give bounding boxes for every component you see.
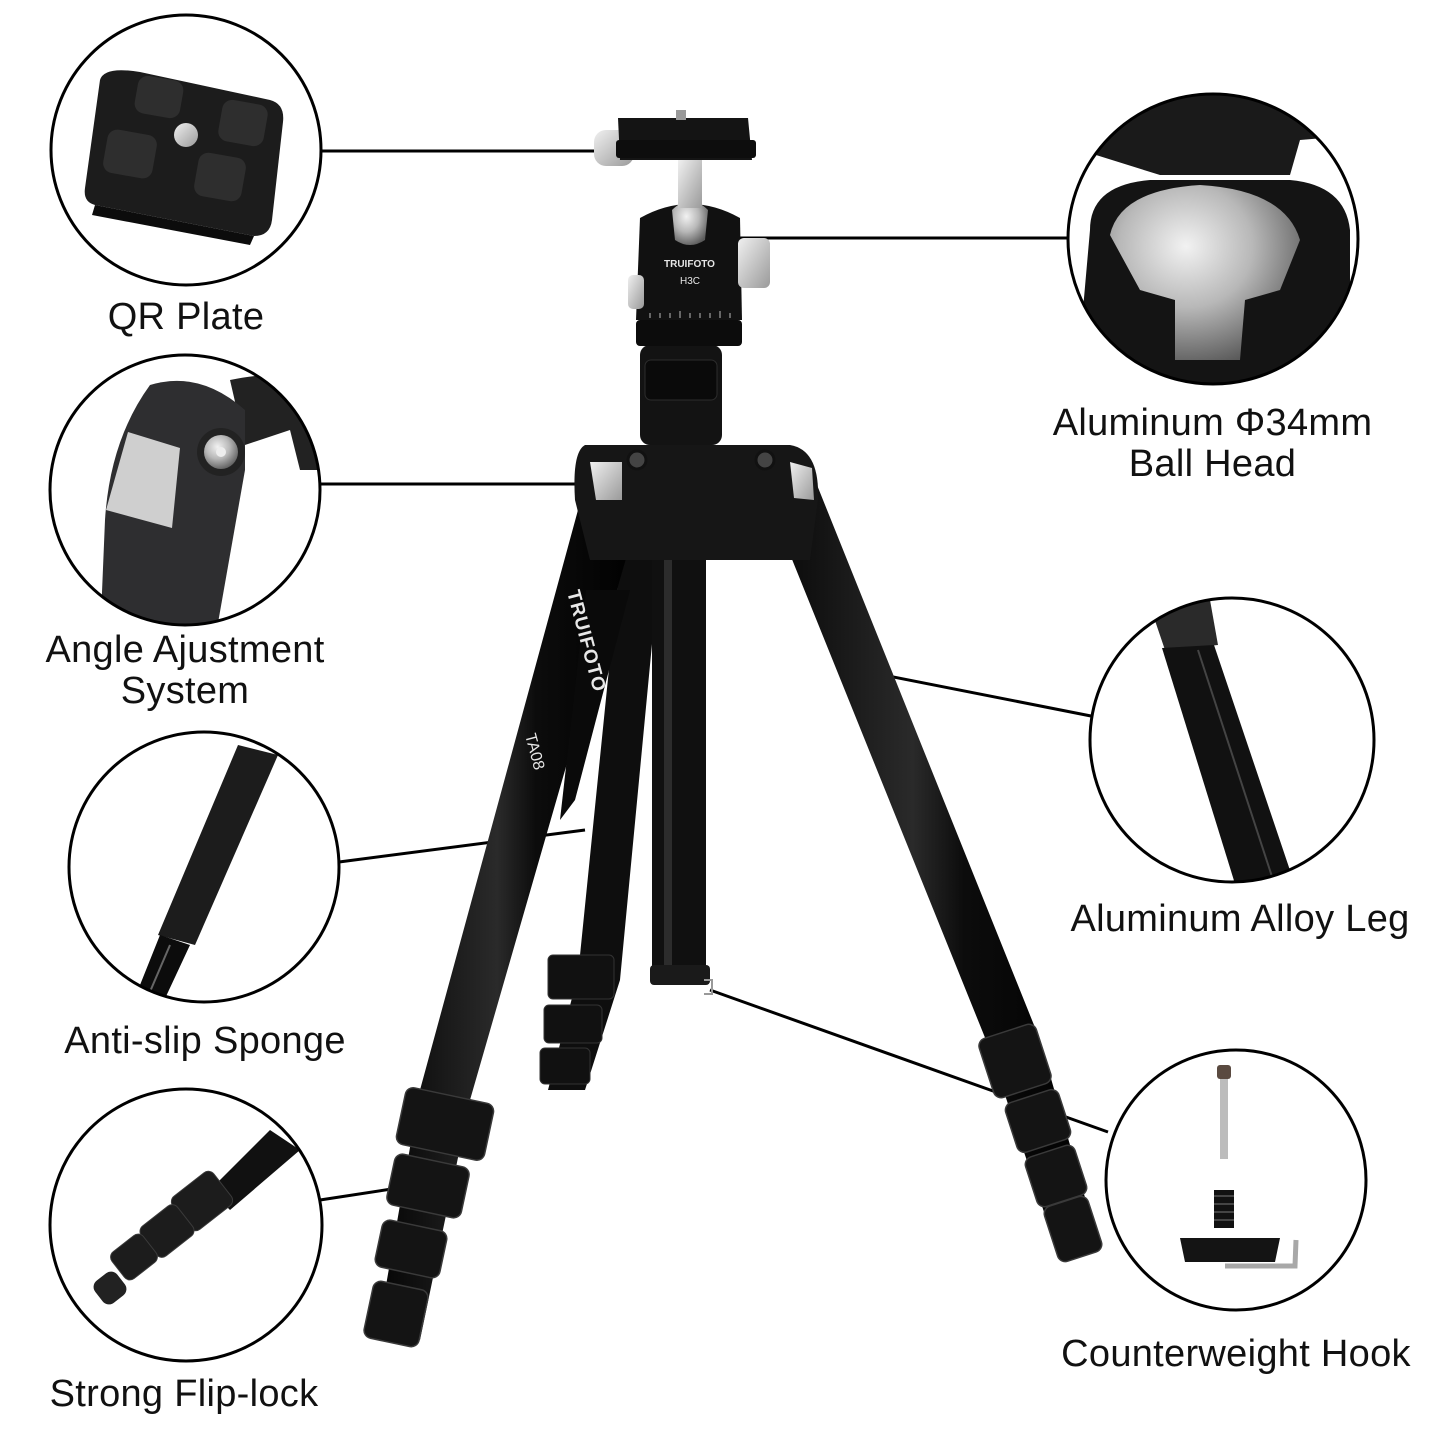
ball-head-detail-icon [1066,92,1360,386]
callout-leg-circle [1088,596,1376,884]
anti-slip-sponge-label: Anti-slip Sponge [64,1020,346,1062]
qr-plate-detail-icon [49,13,323,287]
callout-qr-plate-circle [49,13,323,287]
ball-head-knob [738,238,770,288]
head-model-text: H3C [680,276,700,287]
angle-adjustment-label-line2: System [120,670,250,712]
flip-lock-detail-icon [48,1087,324,1363]
ball-head-label-line1: Aluminum Φ34mm [1052,402,1373,444]
callout-flip-lock-circle [48,1087,324,1363]
hook-detail-icon [1104,1048,1368,1312]
leg-tube-detail-icon [1088,596,1376,884]
leader-sponge [338,828,586,864]
angle-adjustment-label-line1: Angle Ajustment [45,629,325,671]
leader-leg [867,670,1092,718]
flip-lock-label: Strong Flip-lock [49,1373,319,1415]
leader-flip-lock [319,1186,399,1202]
tripod-main: TRUIFOTO H3C TRUIFOTO TA08 [363,110,1103,1348]
counterweight-hook-label: Counterweight Hook [1061,1333,1411,1375]
callout-hook-circle [1104,1048,1368,1312]
head-brand-text: TRUIFOTO [664,259,715,270]
callout-ball-head-circle [1066,92,1360,386]
alloy-leg-label: Aluminum Alloy Leg [1070,898,1410,940]
callout-sponge-circle [67,730,341,1004]
leg-angle-lock-detail-icon [48,353,322,627]
foam-grip-detail-icon [67,730,341,1004]
callout-angle-circle [48,353,322,627]
ball-head-label-line2: Ball Head [1128,443,1297,485]
qr-plate-label: QR Plate [107,296,265,338]
